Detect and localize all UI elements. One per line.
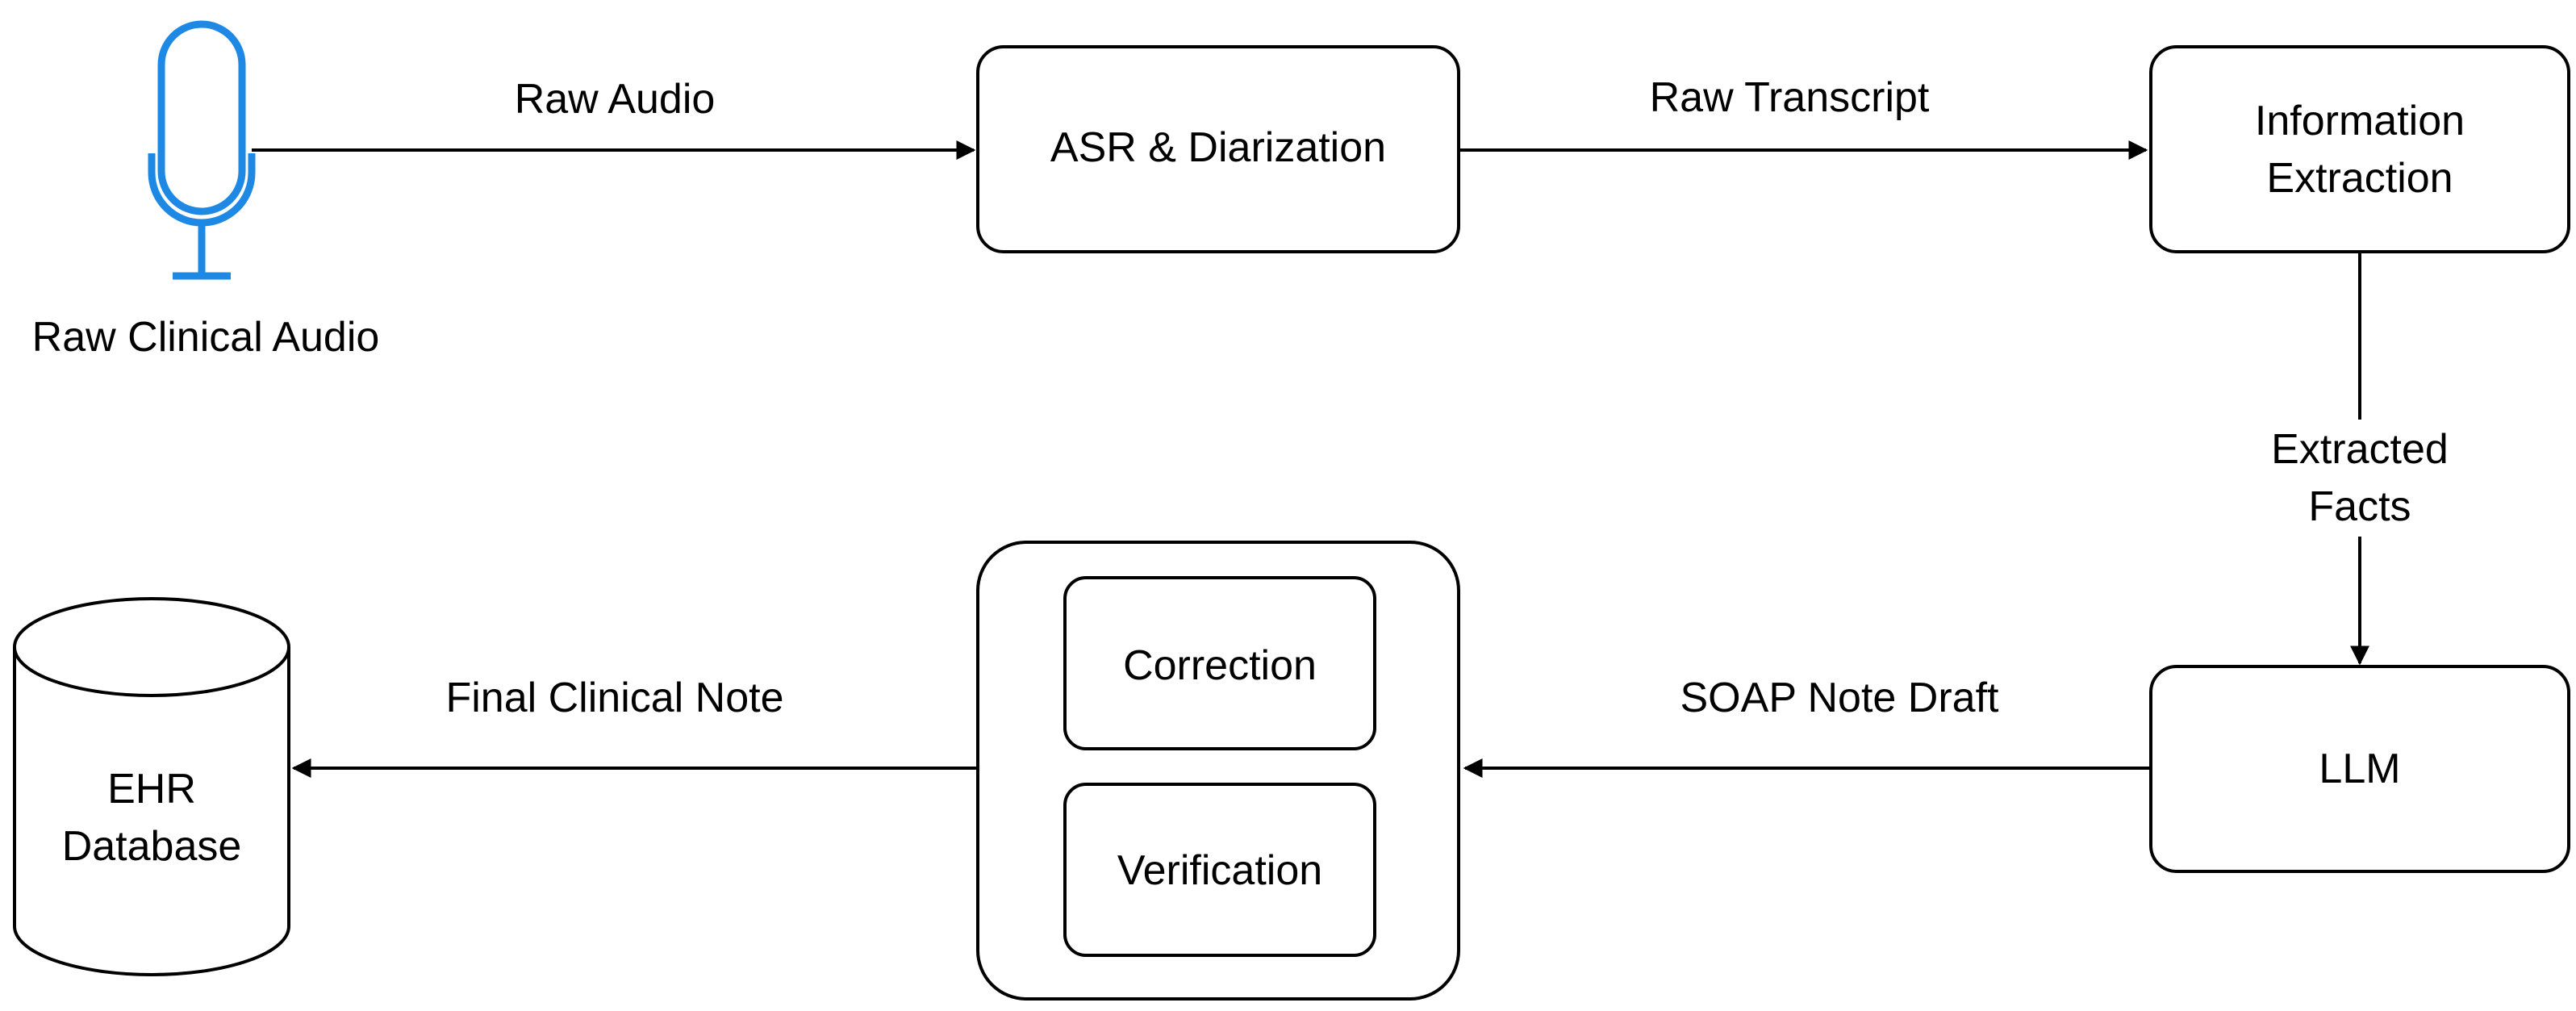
- information-extraction-label-2: Extraction: [2266, 155, 2453, 202]
- correction-box: [1063, 576, 1376, 750]
- ehr-label-1: EHR: [107, 766, 196, 813]
- information-extraction-label-1: Information: [2255, 98, 2465, 144]
- edge-label-soap-note-draft: SOAP Note Draft: [1680, 675, 2000, 721]
- mic-label: Raw Clinical Audio: [32, 314, 380, 361]
- edge-label-final-clinical-note: Final Clinical Note: [445, 675, 783, 721]
- ehr-database-cylinder: [13, 597, 290, 976]
- information-extraction-box: [2149, 45, 2570, 253]
- correction-label: Correction: [1123, 642, 1317, 689]
- edge-label-raw-audio: Raw Audio: [515, 76, 716, 123]
- verification-box: [1063, 783, 1376, 957]
- edge-label-extracted-2: Facts: [2308, 483, 2411, 530]
- microphone-icon: [148, 20, 256, 280]
- verification-label: Verification: [1117, 847, 1322, 894]
- asr-diarization-label: ASR & Diarization: [1050, 124, 1386, 171]
- llm-label: LLM: [2319, 746, 2400, 792]
- edge-label-extracted-1: Extracted: [2271, 426, 2449, 473]
- edge-label-raw-transcript: Raw Transcript: [1650, 74, 1930, 121]
- ehr-label-2: Database: [62, 823, 242, 870]
